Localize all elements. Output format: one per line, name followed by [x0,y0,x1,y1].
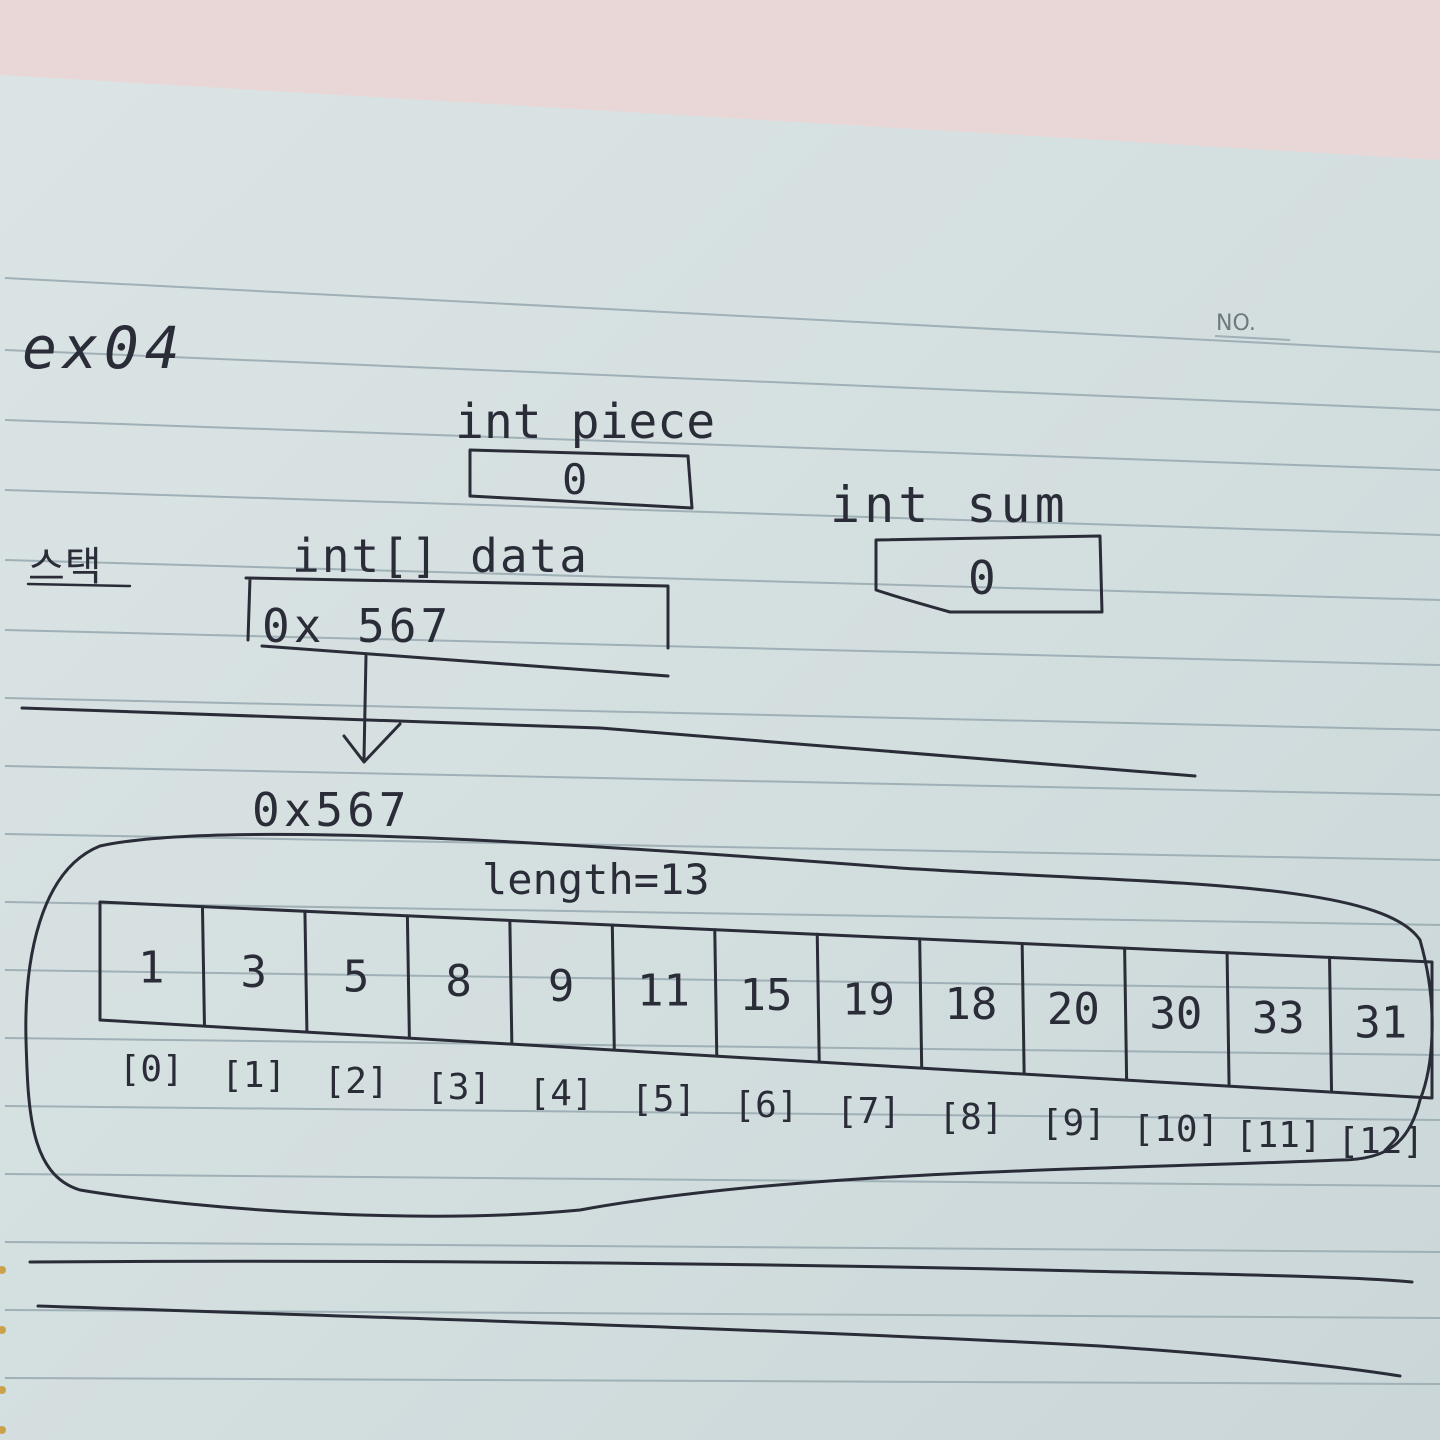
array-cell-index: [2] [324,1061,389,1102]
bottom-line-1 [28,1259,1414,1284]
array-cell-divider [1123,946,1129,1082]
pointer-arrow [342,654,402,764]
array-cell-value: 30 [1149,988,1202,1039]
array-cell-index: [7] [836,1091,901,1132]
array-cell-divider [1328,955,1334,1094]
array-cell-value: 18 [944,979,997,1030]
array-cell-value: 11 [637,965,690,1016]
sum-box [874,534,1104,614]
data-reference-box [244,576,670,678]
stack-heap-divider [20,706,1197,778]
array-cells: 1 [0] 3 [1] 5 [2] 8 [3] 9 [4] 11 [5] 15 [6] 19 [7] 18 [8]… [98,900,1434,1162]
array-cell-index: [8] [938,1097,1003,1138]
ruled-lines [4,277,1440,1385]
page-number-label: NO. [1216,311,1256,336]
array-cell-value: 1 [138,942,165,993]
array-cell-value: 31 [1354,998,1407,1049]
no-underline [1214,335,1291,341]
heap-object-outline [24,832,1434,1218]
piece-box [468,448,694,510]
array-cell-value: 15 [740,970,793,1021]
array-cell-index: [5] [631,1079,696,1120]
array-cell-divider [200,905,206,1028]
piece-declaration: int piece [455,394,715,450]
sum-value: 0 [968,551,996,605]
array-cell-value: 5 [343,952,370,1003]
array-cell-divider [713,928,719,1058]
bottom-line-2 [36,1304,1402,1378]
stack-label: 스택 [28,544,102,590]
array-cell-divider [405,914,411,1040]
array-frame [98,900,1434,1100]
array-cell-index: [0] [119,1049,184,1090]
array-cell-index: [12] [1337,1121,1424,1162]
array-cell-value: 8 [445,956,472,1007]
notebook-page [0,75,1440,1440]
data-reference-value: 0x 567 [262,599,452,653]
spiral-binding [0,1266,6,1434]
array-cell-index: [10] [1132,1109,1219,1150]
array-cell-divider [508,918,514,1046]
array-cell-divider [610,923,616,1052]
array-cell-value: 3 [240,947,267,998]
data-declaration: int[] data [292,529,589,583]
array-cell-value: 9 [548,961,575,1012]
sum-declaration: int sum [830,476,1069,534]
array-cell-value: 19 [842,975,895,1026]
array-cell-index: [1] [221,1055,286,1096]
array-cell-index: [11] [1235,1115,1322,1156]
array-cell-divider [918,937,924,1070]
array-cell-value: 33 [1252,993,1305,1044]
array-cell-divider [1020,942,1026,1076]
array-cell-index: [3] [426,1067,491,1108]
stack-label-underline [26,582,132,588]
array-cell-divider [303,909,309,1034]
array-cell-value: 20 [1047,984,1100,1035]
array-cell-divider [1225,951,1231,1088]
array-cell-divider [815,932,821,1064]
piece-value: 0 [562,455,587,504]
heap-address: 0x567 [252,783,410,837]
exercise-title: ex04 [22,314,186,382]
array-cell-index: [6] [733,1085,798,1126]
array-length: length=13 [482,855,710,904]
array-cell-index: [9] [1041,1103,1106,1144]
array-cell-index: [4] [529,1073,594,1114]
